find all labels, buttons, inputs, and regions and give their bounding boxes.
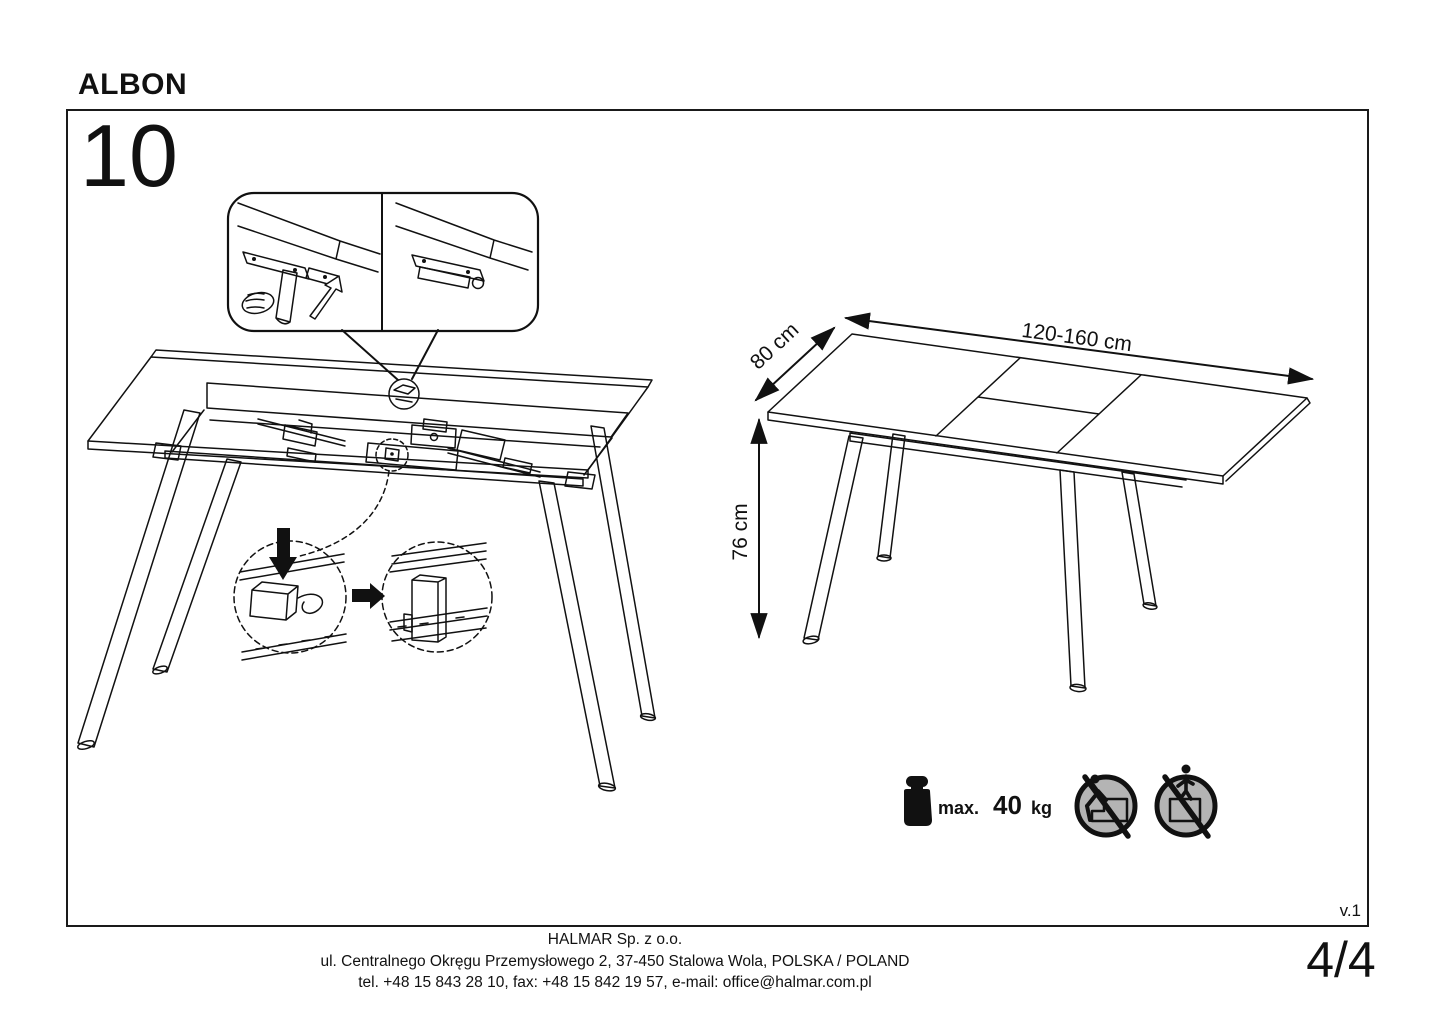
weight-value: 40 xyxy=(993,790,1022,820)
footer-address: ul. Centralnego Okręgu Przemysłowego 2, … xyxy=(320,952,910,970)
footer-contact: tel. +48 15 843 28 10, fax: +48 15 842 1… xyxy=(358,974,872,991)
version-label: v.1 xyxy=(1339,901,1361,920)
step-number: 10 xyxy=(80,106,178,205)
footer: HALMAR Sp. z o.o. ul. Centralnego Okręgu… xyxy=(10,929,1220,994)
weight-limit-label: max. 40 kg xyxy=(938,790,1052,821)
footer-company: HALMAR Sp. z o.o. xyxy=(547,931,683,948)
content-frame xyxy=(66,109,1369,927)
weight-max-text: max. xyxy=(938,798,980,818)
page-indicator: 4/4 xyxy=(1306,932,1376,988)
page-title: ALBON xyxy=(78,68,188,101)
weight-unit: kg xyxy=(1030,798,1052,818)
